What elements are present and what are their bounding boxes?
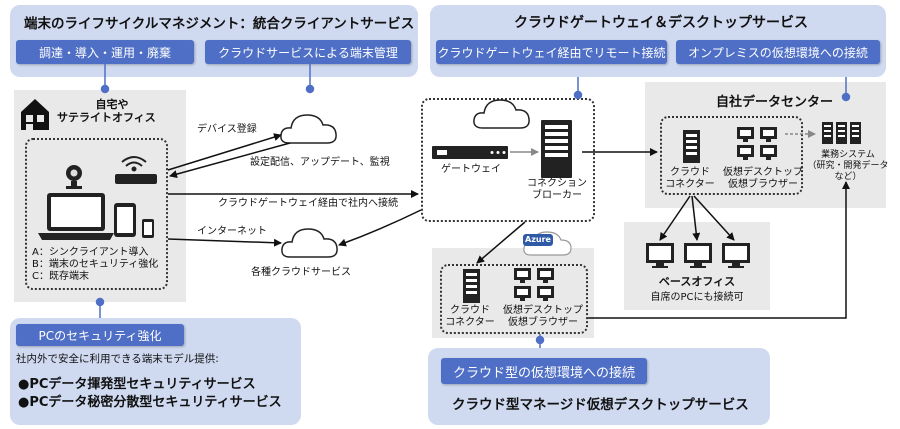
base-office-pc-icons	[646, 243, 750, 268]
azure-desktop-2: 仮想ブラウザー	[508, 317, 578, 328]
broker-label-1: コネクション	[527, 178, 587, 189]
webcam-icon	[66, 165, 82, 189]
lifecycle-title: 端末のライフサイクルマネジメント：統合クライアントサービス	[24, 16, 415, 32]
azure-badge	[523, 234, 553, 246]
home-office-label-1: 自宅や	[95, 98, 129, 111]
cloud-services-icon	[281, 228, 338, 258]
security-item-distributed: ●PCデータ秘密分散型セキュリティサービス	[18, 395, 282, 410]
base-office-note: 自席のPCにも接続可	[650, 292, 744, 303]
wifi-router-icon	[115, 156, 157, 184]
datacenter-desktop-icons	[737, 127, 777, 160]
broker-server-icon	[541, 120, 572, 178]
home-office-item-a: A：シンクライアント導入	[32, 247, 149, 258]
home-building-icon	[21, 99, 49, 130]
business-system-1: 業務システム	[821, 150, 875, 160]
via-gateway-label: クラウドゲートウェイ経由で社内へ接続	[218, 198, 398, 209]
gateway-chip-onprem: オンプレミスの仮想環境への接続	[676, 40, 880, 64]
managed-chip: クラウド型の仮想環境への接続	[441, 358, 647, 384]
security-subtitle: 社内外で安全に利用できる端末モデル提供:	[16, 353, 219, 365]
business-system-server-icons	[822, 122, 861, 144]
azure-connector-1: クラウド	[450, 305, 490, 316]
laptop-icon	[38, 193, 114, 240]
datacenter-inner-box	[660, 116, 803, 195]
cloud-services-label: 各種クラウドサービス	[251, 267, 351, 278]
cloud-gateway-title: クラウドゲートウェイ＆デスクトップサービス	[514, 15, 808, 31]
config-distribution-label: 設定配信、アップデート、監視	[250, 157, 390, 168]
device-registration-label: デバイス登録	[197, 124, 257, 135]
business-system-3: など）	[834, 172, 862, 182]
gateway-box	[421, 98, 595, 222]
phone-icon	[142, 219, 154, 238]
security-chip: PCのセキュリティ強化	[16, 324, 184, 346]
home-office-box	[25, 138, 168, 290]
gateway-chip-remote: クラウドゲートウェイ経由でリモート接続	[436, 40, 667, 64]
panel-connector-dots	[95, 64, 851, 348]
flow-arrows	[167, 130, 850, 319]
azure-connector-2: コネクター	[445, 317, 495, 328]
datacenter-connector-server-icon	[683, 130, 700, 163]
home-office-item-c: C：既存端末	[32, 271, 89, 282]
lifecycle-chip-cloud-management: クラウドサービスによる端末管理	[205, 40, 411, 64]
azure-badge-label: Azure	[525, 235, 551, 244]
datacenter-desktop-1: 仮想デスクトップ	[723, 167, 803, 178]
cloud-mgmt-icon	[280, 114, 337, 144]
datacenter-connector-2: コネクター	[665, 179, 715, 190]
gateway-label: ゲートウェイ	[441, 164, 501, 175]
azure-area	[432, 248, 594, 338]
datacenter-title: 自社データセンター	[716, 95, 834, 110]
cloud-gateway-icon	[473, 99, 530, 129]
lifecycle-chip-procurement: 調達・導入・運用・廃棄	[16, 40, 194, 64]
home-office-label-2: サテライトオフィス	[57, 111, 156, 124]
datacenter-connector-1: クラウド	[670, 167, 710, 178]
broker-label-2: ブローカー	[532, 190, 582, 201]
azure-desktop-1: 仮想デスクトップ	[503, 305, 583, 316]
base-office-title: ベースオフィス	[658, 275, 736, 288]
tablet-icon	[114, 203, 136, 237]
home-office-item-b: B：端末のセキュリティ強化	[32, 259, 159, 270]
security-item-volatile: ●PCデータ揮発型セキュリティサービス	[18, 377, 256, 392]
azure-desktop-icons	[514, 268, 554, 301]
gateway-device-icon	[432, 146, 508, 159]
business-system-2: （研究・開発データ	[807, 161, 889, 171]
datacenter-desktop-2: 仮想ブラウザー	[728, 179, 798, 190]
managed-title: クラウド型マネージド仮想デスクトップサービス	[452, 397, 749, 413]
azure-inner-box	[440, 264, 588, 334]
internet-label: インターネット	[197, 226, 267, 237]
azure-connector-server-icon	[463, 269, 480, 303]
